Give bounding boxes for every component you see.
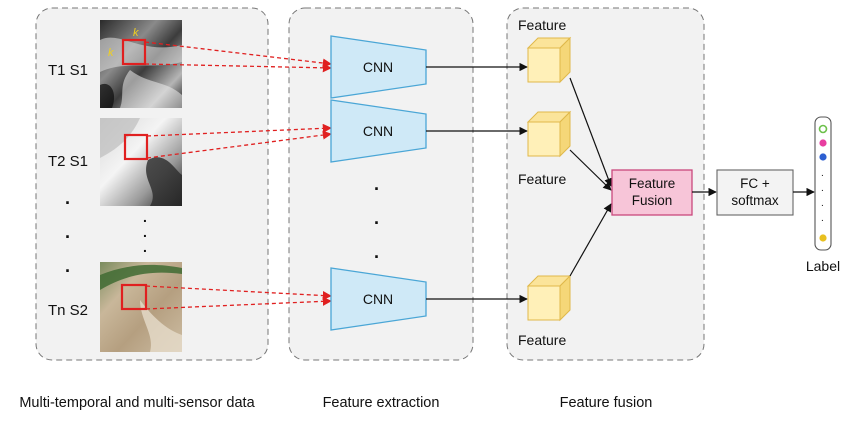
- cnn-ellipsis-dot: .: [374, 242, 379, 262]
- patch-projection-arrow: [144, 41, 332, 68]
- feature-cube: [526, 36, 572, 84]
- patch-box: [123, 133, 149, 161]
- output-ellipsis-dot: .: [821, 198, 824, 209]
- image-ellipsis-dot: .: [143, 224, 147, 240]
- output-label-vector: [814, 116, 832, 251]
- satellite-image-t2s1: [100, 118, 182, 206]
- class-dot-magenta: [819, 139, 827, 147]
- caption-feature-extraction: Feature extraction: [323, 395, 440, 411]
- feature-label: Feature: [518, 17, 566, 33]
- patch-projection-arrow: [145, 285, 332, 301]
- feature-label: Feature: [518, 171, 566, 187]
- feature-fusion-label-line1: Feature: [629, 176, 676, 191]
- row-label-tns2: Tn S2: [48, 302, 88, 319]
- patch-projection-arrow: [145, 296, 332, 310]
- patch-size-label-k: k: [133, 27, 139, 39]
- output-ellipsis-dot: .: [821, 183, 824, 194]
- patch-box: [121, 38, 147, 66]
- feature-fusion-block: [611, 169, 693, 216]
- output-ellipsis-dot: .: [821, 168, 824, 179]
- output-ellipsis-dot: .: [821, 213, 824, 224]
- cnn-ellipsis-dot: .: [374, 174, 379, 194]
- patch-projection-arrow: [146, 123, 332, 137]
- image-ellipsis-dot: .: [143, 209, 147, 225]
- cnn-block: [330, 267, 427, 331]
- cnn-block: [330, 35, 427, 99]
- cnn-label: CNN: [363, 123, 393, 139]
- caption-input-data: Multi-temporal and multi-sensor data: [19, 395, 255, 411]
- softmax-label: softmax: [731, 193, 779, 208]
- cnn-block: [330, 99, 427, 163]
- flow-arrow: [569, 77, 613, 187]
- row-ellipsis-dot: .: [65, 188, 70, 208]
- patch-projection-arrow: [146, 130, 332, 159]
- feature-fusion-label-line2: Fusion: [632, 193, 673, 208]
- patch-projection-arrow: [144, 63, 332, 73]
- class-dot-yellow: [819, 234, 827, 242]
- feature-label: Feature: [518, 332, 566, 348]
- flow-arrow: [569, 203, 612, 277]
- class-dot-green: [818, 124, 828, 134]
- satellite-image-tns2: [100, 262, 182, 352]
- patch-box: [120, 283, 148, 311]
- patch-size-label-k: k: [108, 47, 114, 59]
- row-label-t2s1: T2 S1: [48, 153, 88, 170]
- class-dot-blue: [819, 153, 827, 161]
- cnn-label: CNN: [363, 291, 393, 307]
- feature-cube: [526, 110, 572, 158]
- fc-label: FC +: [740, 176, 770, 191]
- row-ellipsis-dot: .: [65, 222, 70, 242]
- output-label-title: Label: [806, 258, 840, 274]
- flow-arrow: [569, 149, 612, 191]
- cnn-ellipsis-dot: .: [374, 208, 379, 228]
- cnn-label: CNN: [363, 59, 393, 75]
- row-ellipsis-dot: .: [65, 256, 70, 276]
- row-label-t1s1: T1 S1: [48, 62, 88, 79]
- caption-feature-fusion: Feature fusion: [560, 395, 653, 411]
- image-ellipsis-dot: .: [143, 239, 147, 255]
- feature-cube: [526, 274, 572, 322]
